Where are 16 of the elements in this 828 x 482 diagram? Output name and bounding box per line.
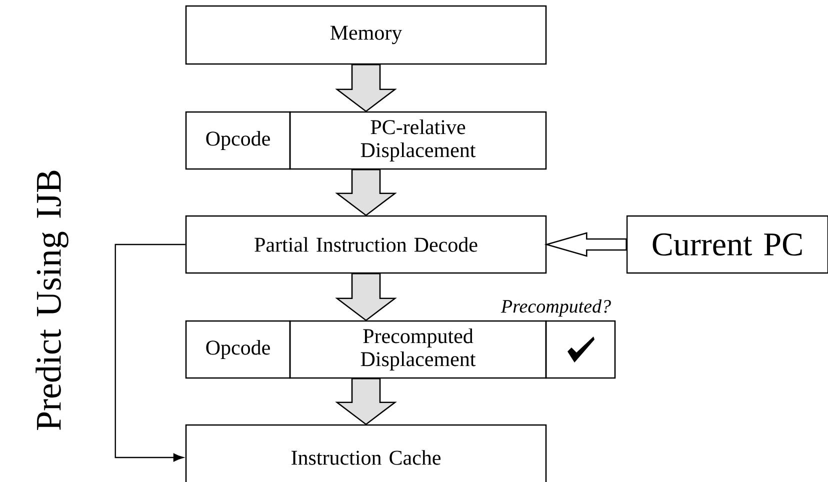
process-box: Opcode xyxy=(185,111,291,170)
process-box: Instruction Cache xyxy=(185,424,547,482)
check-box xyxy=(545,320,616,379)
arrow xyxy=(114,244,186,462)
process-box: Memory xyxy=(185,5,547,65)
caption-text: Precomputed? xyxy=(500,299,611,317)
process-box: Current PC xyxy=(626,215,828,274)
block-arrow xyxy=(335,273,397,322)
block-arrow xyxy=(335,64,397,112)
process-box: Opcode xyxy=(185,320,291,379)
process-box: PC-relative Displacement xyxy=(289,111,547,170)
block-arrow xyxy=(335,169,397,216)
process-box: Precomputed Displacement xyxy=(289,320,547,379)
block-arrow xyxy=(335,378,397,426)
rotated-label: Predict Using IJB xyxy=(36,170,68,430)
process-box: Partial Instruction Decode xyxy=(185,215,547,274)
